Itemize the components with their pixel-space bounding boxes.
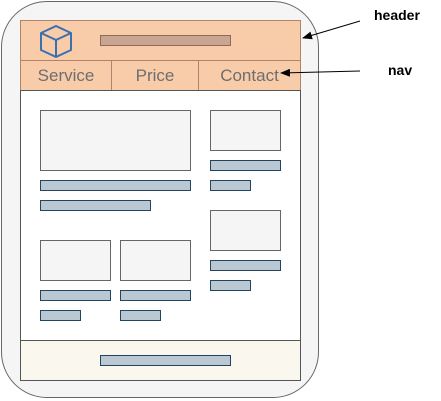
- nav-callout-arrow: [280, 68, 361, 77]
- header-callout-arrow: [302, 20, 361, 40]
- header-title-placeholder: [100, 35, 231, 46]
- text-placeholder: [40, 200, 151, 211]
- image-placeholder-small: [40, 240, 111, 281]
- main-content: [20, 90, 301, 341]
- image-placeholder-large: [40, 110, 191, 171]
- text-placeholder: [40, 310, 81, 321]
- nav-callout-label: nav: [388, 62, 413, 78]
- nav-item-label: Contact: [220, 65, 279, 85]
- sidebar-text-placeholder: [210, 160, 281, 171]
- sidebar-image-placeholder: [210, 210, 281, 251]
- text-placeholder: [120, 290, 191, 301]
- nav-item-service[interactable]: Service: [21, 61, 111, 90]
- footer-text-placeholder: [100, 355, 231, 366]
- sidebar-text-placeholder: [210, 260, 281, 271]
- sidebar-text-placeholder: [210, 280, 251, 291]
- header-region: [20, 20, 301, 61]
- image-placeholder-small: [120, 240, 191, 281]
- nav-item-contact[interactable]: Contact: [198, 61, 300, 90]
- nav-bar: Service Price Contact: [20, 60, 301, 91]
- cube-icon: [40, 25, 72, 58]
- text-placeholder: [120, 310, 161, 321]
- header-callout-label: header: [374, 7, 420, 23]
- text-placeholder: [40, 180, 191, 191]
- sidebar-text-placeholder: [210, 180, 251, 191]
- sidebar-image-placeholder: [210, 110, 281, 151]
- footer-region: [20, 340, 301, 381]
- nav-item-label: Price: [135, 65, 175, 85]
- nav-item-price[interactable]: Price: [111, 61, 198, 90]
- text-placeholder: [40, 290, 111, 301]
- nav-item-label: Service: [37, 65, 95, 85]
